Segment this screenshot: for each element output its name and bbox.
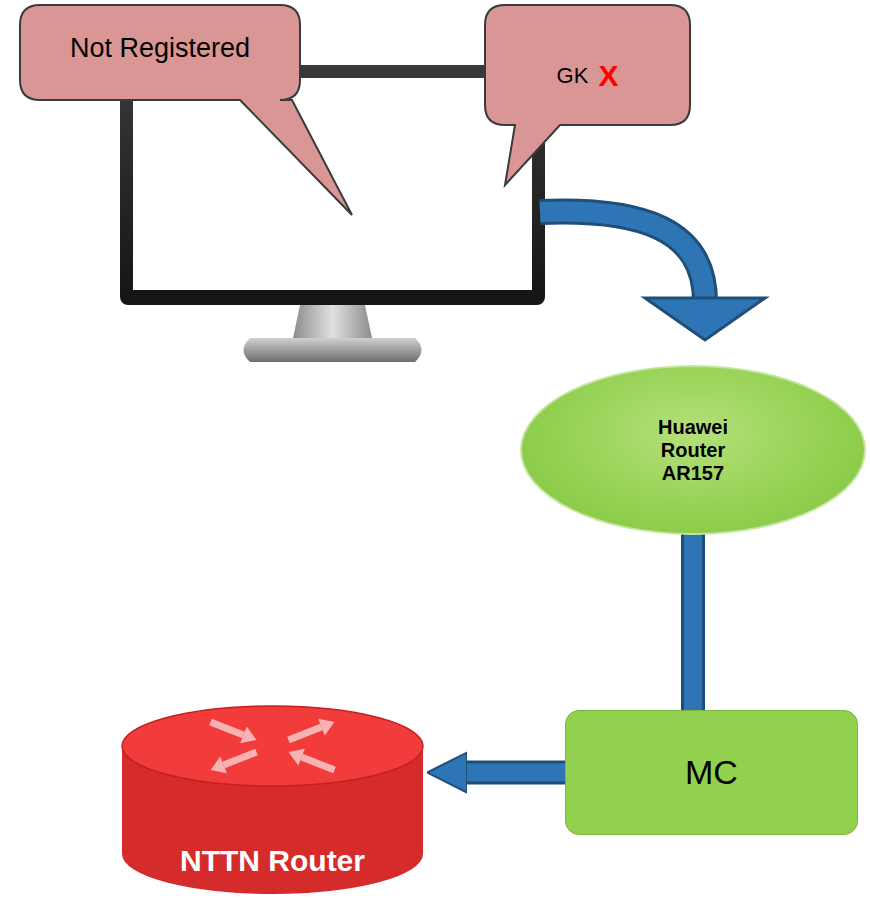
router-arrow-head: [289, 749, 305, 766]
connector-outline: [681, 533, 705, 710]
arrow-shaft: [540, 212, 705, 302]
arrow-head: [645, 298, 765, 340]
node-label: MC: [685, 753, 738, 792]
monitor-base: [244, 338, 422, 362]
router-arrow: [289, 727, 322, 740]
connector-shaft: [467, 764, 565, 782]
node-label: Not Registered: [70, 33, 250, 64]
nttn-router: NTTN Router: [120, 704, 425, 896]
speech-callout: Not Registered: [20, 5, 300, 100]
text-group: NTTN Router: [180, 844, 365, 879]
speech-callout: [20, 5, 352, 215]
arrow-shaft-outline: [540, 212, 705, 302]
node-label: NTTN Router: [180, 844, 365, 879]
router-arrow-head: [318, 719, 334, 736]
node-label: Huawei Router AR157: [643, 416, 743, 485]
cylinder-top: [122, 706, 423, 786]
text-group: Huawei Router AR157: [643, 416, 743, 485]
text-group: Not Registered: [70, 33, 250, 64]
text-group: GK X: [557, 59, 619, 94]
router-arrow: [211, 722, 244, 735]
router-ellipse: Huawei Router AR157: [520, 365, 866, 535]
router-arrow: [224, 752, 257, 765]
connector-arrow: [467, 772, 565, 773]
mc-box: MC: [565, 710, 858, 835]
connector-outline: [467, 761, 565, 785]
flow-arrow: [540, 212, 765, 340]
monitor-icon: [120, 65, 545, 362]
router-arrow-head: [211, 757, 227, 774]
speech-callout: [485, 5, 690, 185]
connector-shaft: [684, 533, 702, 710]
connector-arrow: [693, 533, 694, 710]
speech-callout: GK X: [485, 5, 690, 125]
callout-text: X: [598, 59, 618, 94]
text-group: MC: [685, 753, 738, 792]
monitor-neck: [293, 305, 372, 338]
router-arrow: [302, 757, 335, 770]
callout-text: GK: [557, 63, 589, 88]
router-arrow-head: [240, 727, 256, 744]
